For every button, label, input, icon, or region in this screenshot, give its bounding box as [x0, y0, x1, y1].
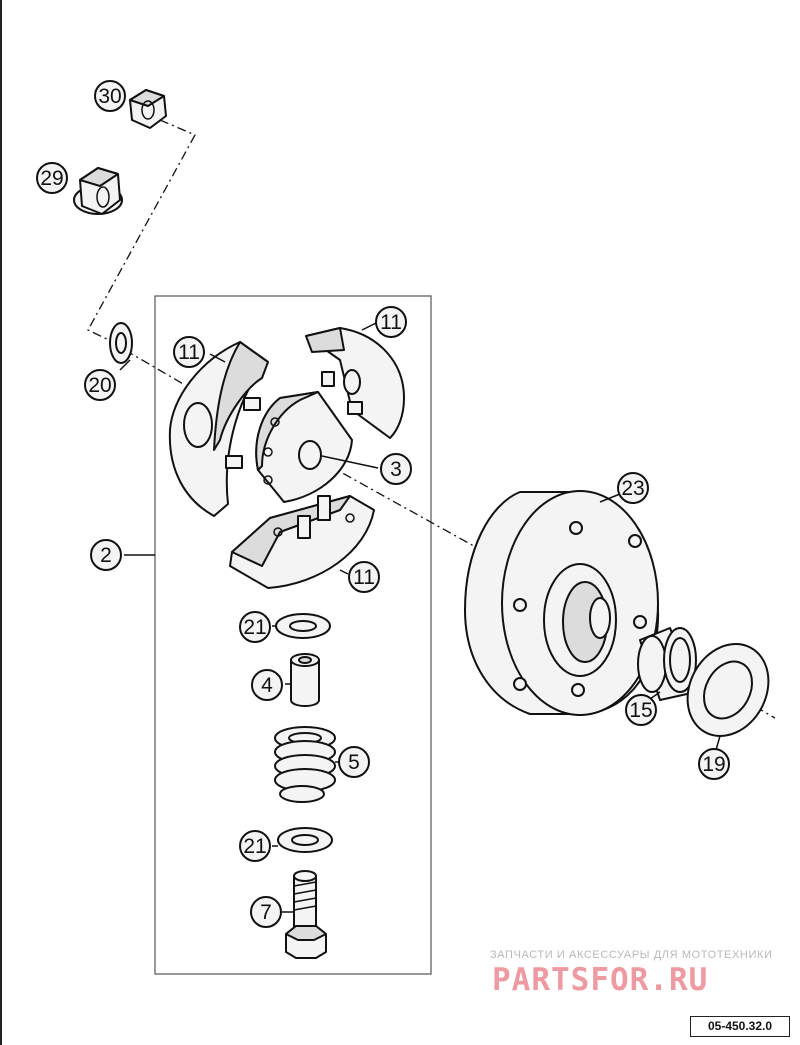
- callout-4: 4: [251, 669, 283, 701]
- callout-21-top: 21: [239, 611, 271, 643]
- callout-label-3: 3: [390, 458, 402, 481]
- callout-19: 19: [698, 748, 730, 780]
- clutch-shoe-11-left: [168, 341, 269, 517]
- callout-label-11-top: 11: [380, 311, 402, 334]
- washer-21-bottom: [277, 827, 333, 853]
- callout-5: 5: [338, 746, 370, 778]
- callout-label-5: 5: [348, 751, 360, 774]
- callout-3: 3: [380, 453, 412, 485]
- callout-label-30: 30: [98, 85, 121, 108]
- callout-11-bottom: 11: [348, 561, 380, 593]
- callout-label-23: 23: [621, 477, 644, 500]
- clutch-shoe-11-top: [305, 327, 405, 439]
- callout-21-bottom: 21: [239, 830, 271, 862]
- hex-nut-30: [129, 89, 167, 129]
- callout-label-29: 29: [40, 167, 63, 190]
- callout-11-top: 11: [375, 306, 407, 338]
- sleeve-4: [290, 653, 320, 707]
- watermark-logo: PARTSFOR.RU: [492, 962, 709, 998]
- washer-19: [686, 643, 770, 737]
- callout-7: 7: [250, 896, 282, 928]
- clutch-hub-3: [255, 391, 353, 503]
- callout-label-11-left: 11: [178, 341, 200, 364]
- callout-15: 15: [625, 694, 657, 726]
- flange-nut-29: [73, 167, 123, 215]
- callout-29: 29: [36, 162, 68, 194]
- spring-5: [274, 726, 336, 803]
- callout-bubbles: 30 29 20 11 11 3 23 2: [36, 80, 730, 928]
- document-code-label: 05-450.32.0: [690, 1016, 790, 1037]
- callout-label-19: 19: [702, 753, 725, 776]
- clutch-shoe-11-bottom: [229, 495, 375, 589]
- callout-11-left: 11: [173, 336, 205, 368]
- watermark-tagline: ЗАПЧАСТИ И АКСЕССУАРЫ ДЛЯ МОТОТЕХНИКИ: [490, 949, 773, 961]
- callout-label-7: 7: [260, 901, 272, 924]
- left-border-rule: [0, 0, 2, 1045]
- callout-20: 20: [84, 369, 116, 401]
- callout-label-4: 4: [261, 674, 273, 697]
- washer-21-top: [275, 613, 331, 639]
- bolt-7: [285, 870, 327, 959]
- needle-bearing-15: [637, 627, 697, 701]
- assembly-frame: [154, 295, 432, 975]
- callout-label-21-bottom: 21: [243, 835, 266, 858]
- callout-label-21-top: 21: [243, 616, 266, 639]
- callout-30: 30: [94, 80, 126, 112]
- clutch-bell-23: [464, 490, 660, 716]
- washer-20: [109, 322, 133, 364]
- callout-label-11-bottom: 11: [353, 566, 375, 589]
- callout-23: 23: [617, 472, 649, 504]
- callout-label-20: 20: [88, 374, 111, 397]
- callout-label-15: 15: [629, 699, 652, 722]
- callout-label-2: 2: [100, 544, 112, 567]
- callout-2: 2: [90, 539, 122, 571]
